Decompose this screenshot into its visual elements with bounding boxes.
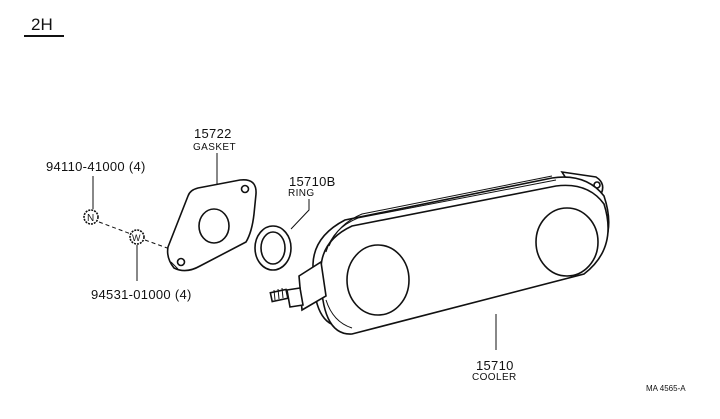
- washer-symbol-letter: W: [132, 233, 141, 243]
- part-name-cooler: COOLER: [472, 372, 517, 383]
- part-name-ring: RING: [288, 188, 315, 199]
- nut-washer-axis: [98, 221, 132, 235]
- nut-symbol-letter: N: [87, 213, 94, 224]
- part-number-ring: 15710B: [289, 174, 336, 189]
- ring-part: [254, 225, 292, 271]
- part-number-gasket: 15722: [194, 126, 232, 141]
- part-name-gasket: GASKET: [193, 142, 236, 153]
- figure-reference: MA 4565-A: [646, 384, 686, 393]
- leader-ring: [290, 199, 310, 230]
- part-number-nut: 94110-41000 (4): [46, 159, 146, 174]
- nut-symbol: N: [83, 209, 99, 225]
- part-number-cooler: 15710: [476, 358, 514, 373]
- cooler-part: [269, 170, 610, 335]
- washer-gasket-axis: [144, 239, 171, 250]
- part-number-washer: 94531-01000 (4): [91, 287, 192, 302]
- washer-symbol: W: [129, 229, 145, 245]
- section-code: 2H: [31, 15, 53, 34]
- gasket-part: [166, 178, 257, 272]
